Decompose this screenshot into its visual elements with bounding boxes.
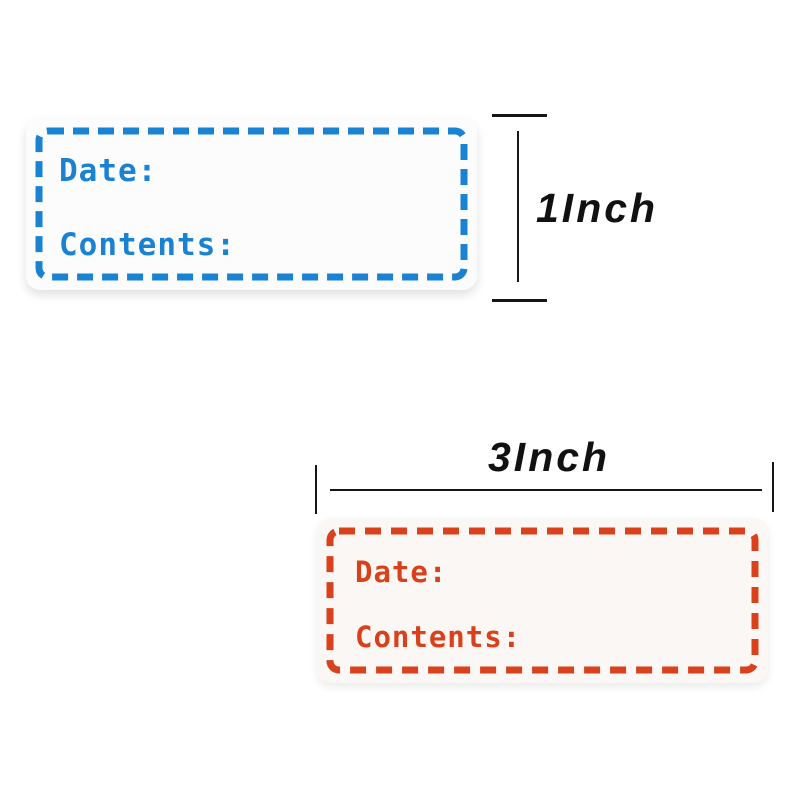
contents-field-label: Contents: xyxy=(59,227,236,263)
height-measure-bottom-cap xyxy=(492,299,547,302)
dashed-border-blue-rect xyxy=(35,127,468,281)
date-field-label: Date: xyxy=(355,555,448,589)
dashed-border-blue xyxy=(35,127,468,281)
contents-field-label: Contents: xyxy=(355,620,522,654)
width-measure-value: 3Inch xyxy=(488,434,611,480)
width-measure-left-cap xyxy=(315,465,317,514)
width-measure-line xyxy=(330,489,762,491)
label-sticker-red: Date: Contents: xyxy=(317,518,768,683)
label-sticker-blue: Date: Contents: xyxy=(26,118,477,290)
dashed-border-red-rect xyxy=(326,527,759,674)
height-measure-top-cap xyxy=(492,114,547,117)
height-measure-value: 1Inch xyxy=(536,185,659,231)
date-field-label: Date: xyxy=(59,153,158,189)
dashed-border-red xyxy=(326,527,759,674)
height-measure-line xyxy=(517,131,519,282)
width-measure-right-cap xyxy=(772,462,774,512)
